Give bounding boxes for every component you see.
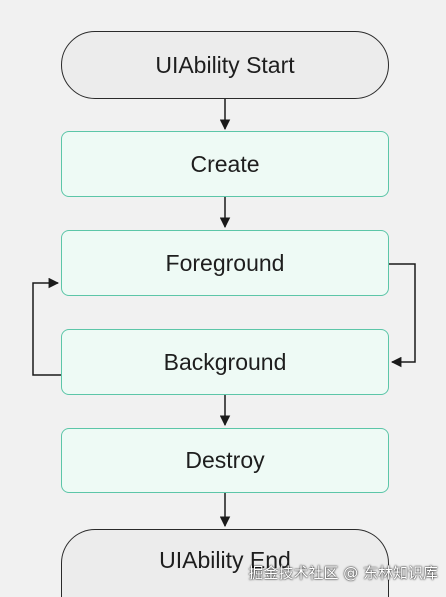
foreground-label: Foreground <box>165 249 285 276</box>
watermark: 掘金技术社区 @ 东林知识库 <box>248 564 438 582</box>
background-node: Background <box>61 329 389 395</box>
create-label: Create <box>190 150 260 177</box>
destroy-label: Destroy <box>185 447 265 473</box>
start-label: UIAbility Start <box>155 51 295 78</box>
start-node: UIAbility Start <box>61 31 389 99</box>
background-label: Background <box>163 348 287 375</box>
arrow-background-to-foreground <box>32 277 61 376</box>
destroy-node: Destroy <box>61 428 389 493</box>
arrow-foreground-to-background <box>389 263 416 368</box>
foreground-node: Foreground <box>61 230 389 296</box>
create-node: Create <box>61 131 389 197</box>
end-node: UIAbility End <box>61 529 389 597</box>
end-label: UIAbility End <box>159 547 291 573</box>
